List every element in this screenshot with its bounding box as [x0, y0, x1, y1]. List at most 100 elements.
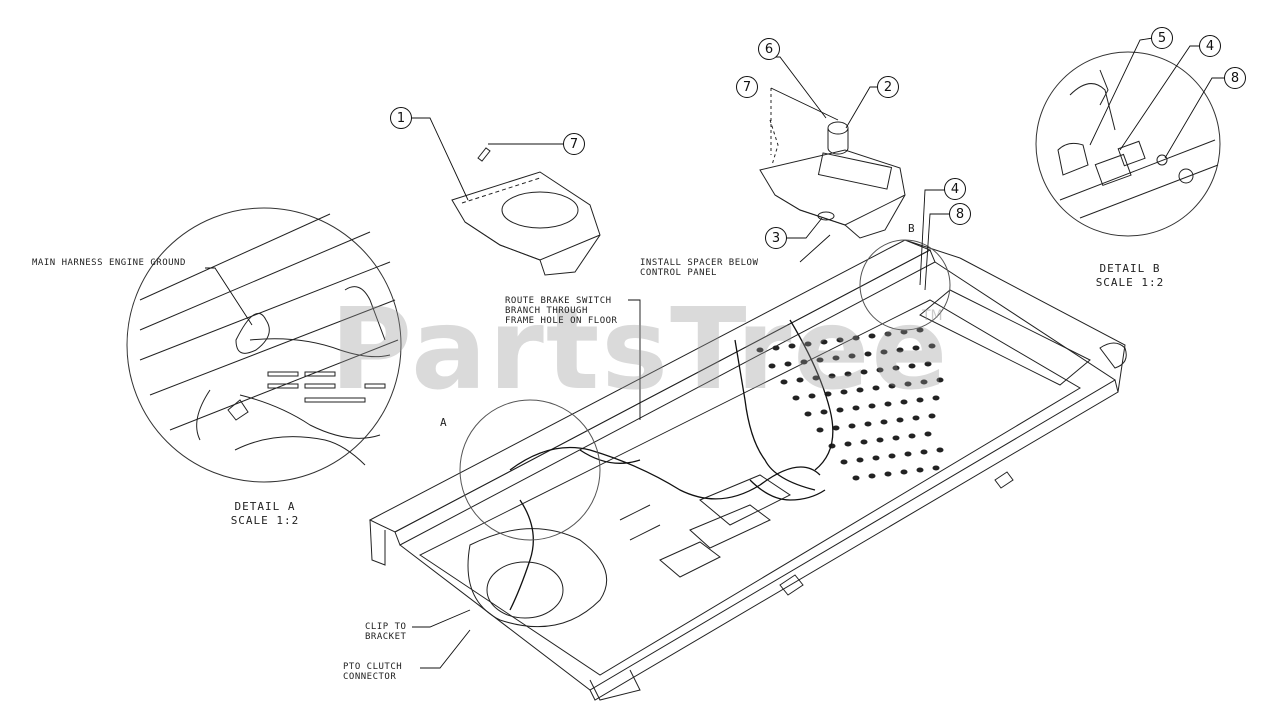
floor-hole	[872, 455, 880, 461]
floor-hole	[888, 453, 896, 459]
floor-hole	[860, 369, 868, 375]
floor-hole	[904, 381, 912, 387]
floor-hole	[888, 383, 896, 389]
floor-hole	[884, 331, 892, 337]
floor-hole	[820, 339, 828, 345]
floor-hole	[804, 341, 812, 347]
floor-hole	[852, 475, 860, 481]
leader-lines	[205, 37, 1226, 669]
callout-4[interactable]: 4	[944, 178, 966, 200]
floor-hole	[920, 379, 928, 385]
detail-b-view	[1035, 51, 1221, 237]
floor-hole	[876, 367, 884, 373]
floor-hole	[856, 457, 864, 463]
trademark-mark: TM	[922, 308, 943, 324]
floor-hole	[772, 345, 780, 351]
route-brake-note: ROUTE BRAKE SWITCH BRANCH THROUGH FRAME …	[505, 296, 618, 326]
callout-1[interactable]: 1	[390, 107, 412, 129]
floor-hole	[872, 385, 880, 391]
floor-hole	[812, 375, 820, 381]
floor-hole	[900, 399, 908, 405]
part-1-plate	[451, 147, 601, 276]
floor-hole	[756, 347, 764, 353]
callout-3[interactable]: 3	[765, 227, 787, 249]
floor-hole	[864, 351, 872, 357]
detail-b-marker	[859, 239, 951, 331]
floor-hole	[868, 333, 876, 339]
callout-8[interactable]: 8	[949, 203, 971, 225]
detail-a-title: DETAIL A	[234, 500, 296, 513]
floor-hole	[880, 419, 888, 425]
callout-7[interactable]: 7	[736, 76, 758, 98]
floor-hole	[912, 415, 920, 421]
floor-hole	[832, 355, 840, 361]
floor-hole	[780, 379, 788, 385]
floor-hole	[840, 459, 848, 465]
floor-hole	[816, 427, 824, 433]
floor-hole	[836, 337, 844, 343]
floor-hole	[896, 417, 904, 423]
floor-hole	[808, 393, 816, 399]
wiring-harness	[509, 319, 834, 611]
callout-8[interactable]: 8	[1224, 67, 1246, 89]
floor-hole	[796, 377, 804, 383]
floor-hole	[852, 335, 860, 341]
install-spacer-note: INSTALL SPACER BELOW CONTROL PANEL	[640, 258, 759, 278]
callout-2[interactable]: 2	[877, 76, 899, 98]
detail-a-marker	[459, 399, 601, 541]
mower-frame	[368, 239, 1127, 701]
callout-5[interactable]: 5	[1151, 27, 1173, 49]
floor-hole	[924, 361, 932, 367]
detail-a-view	[126, 207, 402, 483]
floor-hole	[900, 329, 908, 335]
detail-b-scale: SCALE 1:2	[1095, 276, 1165, 289]
floor-hole	[932, 395, 940, 401]
floor-hole	[892, 435, 900, 441]
callout-6[interactable]: 6	[758, 38, 780, 60]
main-harness-note: MAIN HARNESS ENGINE GROUND	[32, 258, 186, 268]
floor-hole	[900, 469, 908, 475]
floor-hole	[840, 389, 848, 395]
floor-hole	[784, 361, 792, 367]
floor-hole	[928, 413, 936, 419]
floor-hole	[916, 327, 924, 333]
floor-hole	[936, 447, 944, 453]
floor-hole	[828, 373, 836, 379]
floor-hole	[792, 395, 800, 401]
floor-hole	[848, 353, 856, 359]
floor-hole	[844, 371, 852, 377]
floor-hole	[852, 405, 860, 411]
floor-hole	[916, 397, 924, 403]
floor-hole	[820, 409, 828, 415]
floor-hole	[880, 349, 888, 355]
floor-hole	[800, 359, 808, 365]
floor-hole	[884, 401, 892, 407]
floor-hole	[844, 441, 852, 447]
floor-hole	[864, 421, 872, 427]
floor-hole	[908, 433, 916, 439]
floor-perforations	[756, 327, 944, 481]
floor-hole	[916, 467, 924, 473]
floor-hole	[804, 411, 812, 417]
floor-hole	[904, 451, 912, 457]
detail-b-letter: B	[908, 222, 916, 235]
control-panel	[759, 119, 906, 239]
floor-hole	[884, 471, 892, 477]
floor-hole	[920, 449, 928, 455]
floor-hole	[856, 387, 864, 393]
floor-hole	[932, 465, 940, 471]
detail-a-scale: SCALE 1:2	[230, 514, 300, 527]
floor-hole	[924, 431, 932, 437]
floor-hole	[868, 473, 876, 479]
callout-7[interactable]: 7	[563, 133, 585, 155]
floor-hole	[832, 425, 840, 431]
floor-hole	[848, 423, 856, 429]
floor-hole	[816, 357, 824, 363]
floor-hole	[788, 343, 796, 349]
pto-clutch-note: PTO CLUTCH CONNECTOR	[343, 662, 403, 682]
callout-4[interactable]: 4	[1199, 35, 1221, 57]
floor-hole	[896, 347, 904, 353]
floor-hole	[928, 343, 936, 349]
floor-hole	[912, 345, 920, 351]
